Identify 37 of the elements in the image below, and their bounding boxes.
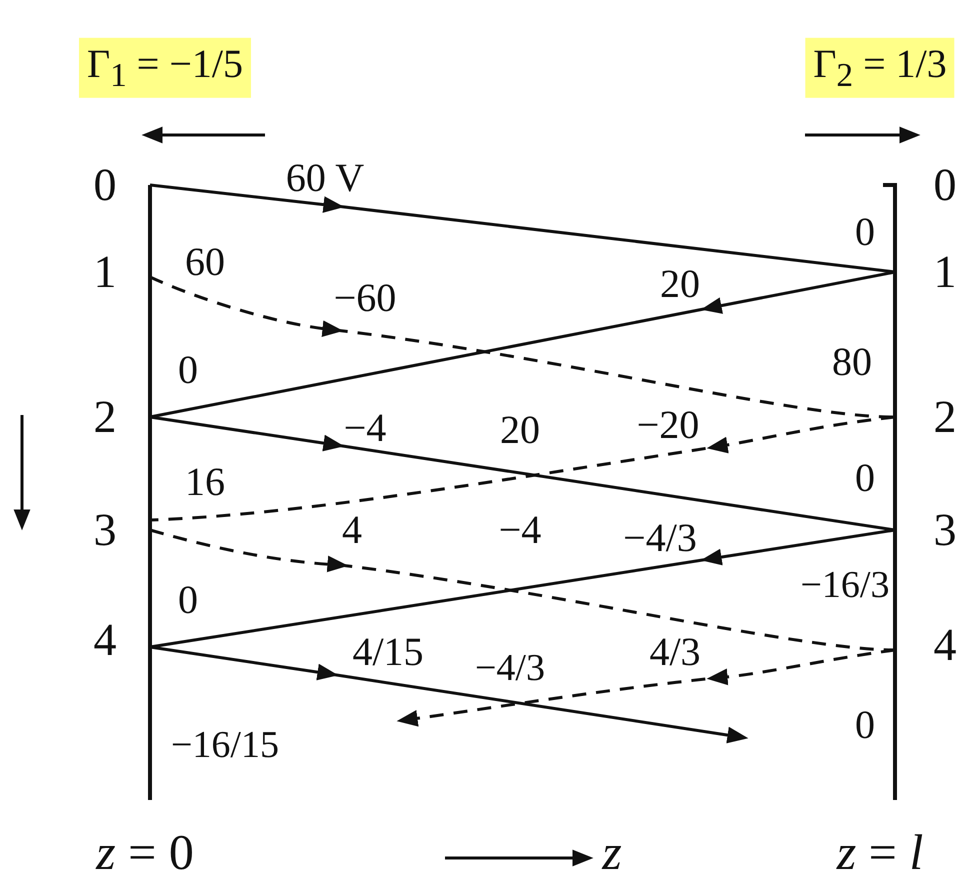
voltage-value-label: 20 xyxy=(500,410,540,450)
current-value-label: −20 xyxy=(636,405,700,445)
time-step-label: 4 xyxy=(934,622,956,668)
reflection-coefficient-label: Γ$_{1}$ = −1/5 xyxy=(78,38,252,98)
time-step-label: 1 xyxy=(934,249,956,295)
voltage-value-label: −16/3 xyxy=(800,566,890,604)
voltage-value-label: 4/15 xyxy=(352,632,424,672)
current-value-label: 4/3 xyxy=(649,632,701,672)
voltage-value-label: 0 xyxy=(178,350,198,390)
time-step-label: 1 xyxy=(94,249,116,295)
time-step-label: 3 xyxy=(94,507,116,553)
voltage-value-label: 80 xyxy=(832,342,872,382)
voltage-value-label: 60 xyxy=(185,242,225,282)
voltage-value-label: −16/15 xyxy=(171,726,279,764)
voltage-value-label: 0 xyxy=(178,580,198,620)
voltage-value-label: 60 V xyxy=(286,158,364,198)
voltage-value-label: 0 xyxy=(855,212,875,252)
reflection-coefficient-label: Γ$_{2}$ = 1/3 xyxy=(805,38,955,98)
time-step-label: 2 xyxy=(94,394,116,440)
voltage-value-label: 0 xyxy=(855,705,875,745)
voltage-value-label: −4/3 xyxy=(623,518,697,558)
voltage-value-label: −4 xyxy=(498,510,542,550)
position-label: z = l xyxy=(836,827,924,877)
axis-label: z xyxy=(602,827,622,877)
current-value-label: −4/3 xyxy=(475,649,545,687)
voltage-value-label: 16 xyxy=(185,462,225,502)
voltage-value-label: −4 xyxy=(344,408,386,448)
time-step-label: 3 xyxy=(934,507,956,553)
current-value-label: 4 xyxy=(342,510,362,550)
time-step-label: 4 xyxy=(94,617,116,663)
voltage-value-label: 0 xyxy=(855,458,875,498)
time-step-label: 0 xyxy=(934,162,956,208)
voltage-value-label: 20 xyxy=(660,264,700,304)
position-label: z = 0 xyxy=(96,827,194,877)
time-step-label: 2 xyxy=(934,394,956,440)
time-step-label: 0 xyxy=(94,162,116,208)
current-value-label: −60 xyxy=(334,278,396,318)
